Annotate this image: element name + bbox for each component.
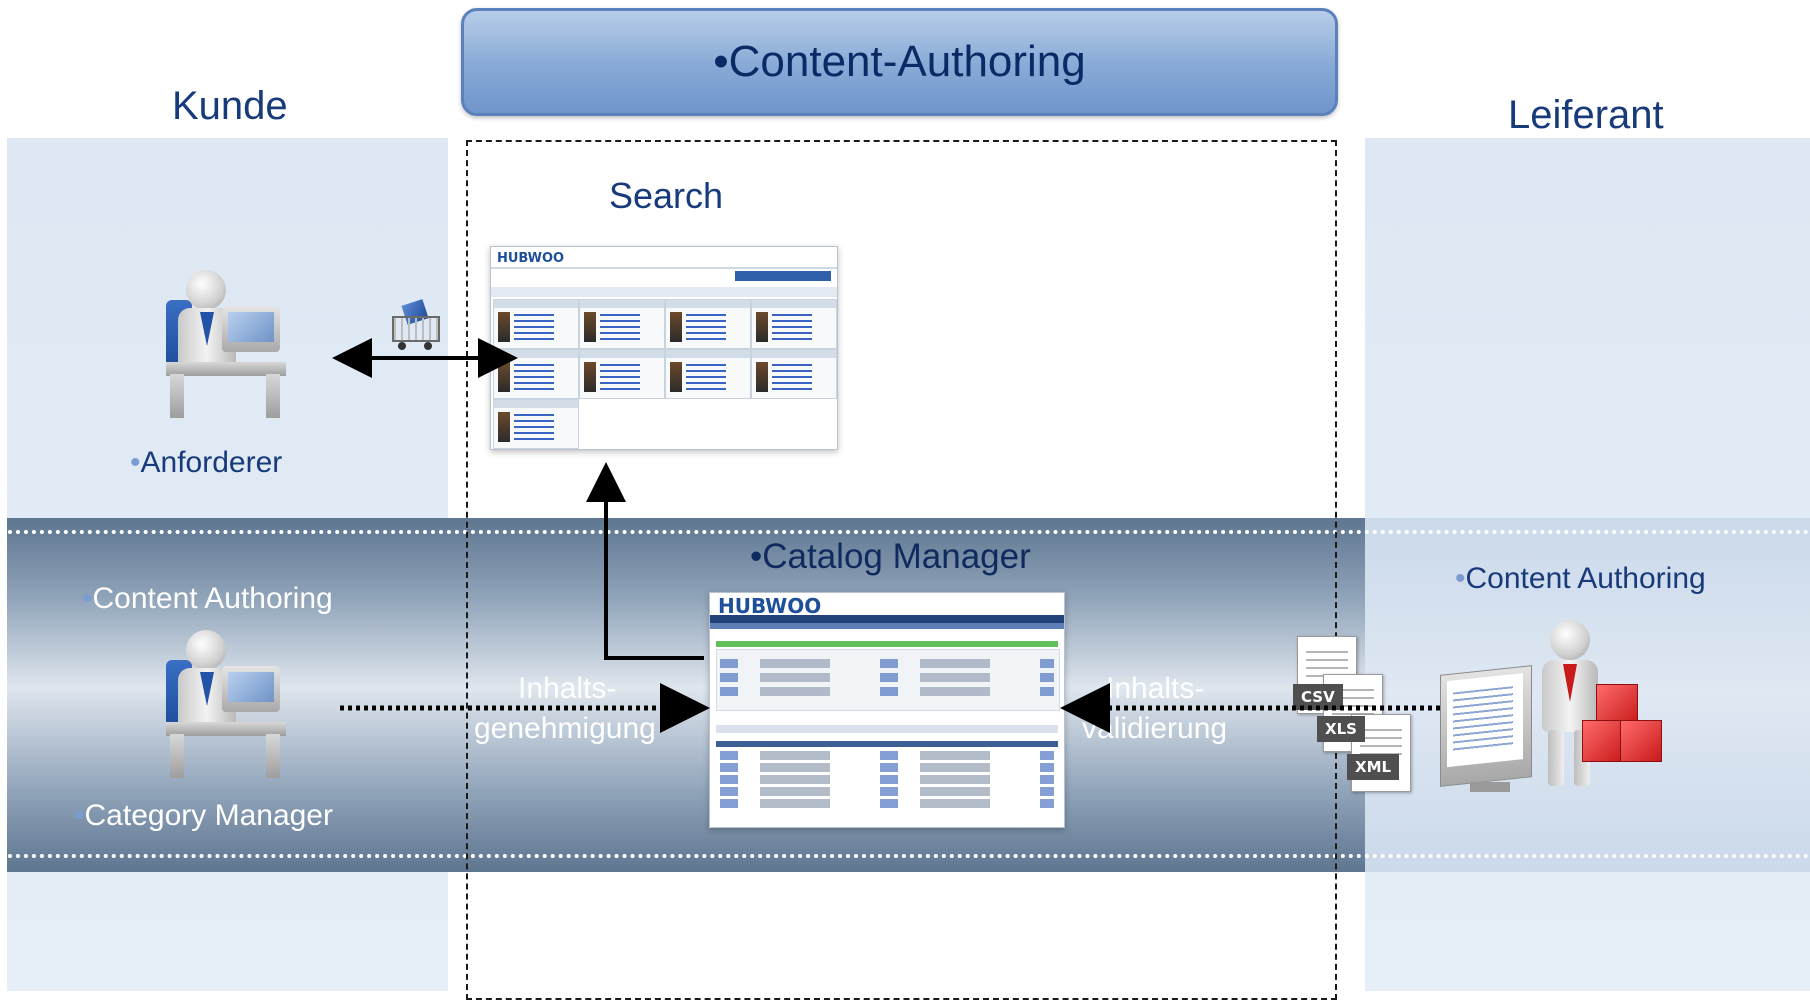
content-authoring-header: •Content-Authoring	[461, 8, 1338, 116]
lane-title-kunde: Kunde	[172, 84, 288, 128]
search-label: Search	[609, 175, 724, 216]
dotted-divider-top	[0, 530, 1810, 534]
dotted-divider-bottom	[0, 854, 1810, 858]
xml-file-label: XML	[1347, 754, 1400, 780]
supplier-workstation-icon	[1440, 620, 1662, 800]
catalog-screenshot-logo: HUBWOO	[718, 594, 822, 618]
search-screenshot-logo: HUBWOO	[497, 251, 565, 266]
anforderer-label: Anforderer	[140, 446, 283, 479]
category-manager-label: Category Manager	[84, 799, 333, 832]
diagram-title: •Content-Authoring	[713, 37, 1086, 86]
catalog-manager-label: •Catalog Manager	[750, 537, 1031, 576]
catalog-manager-screenshot: HUBWOO	[709, 592, 1065, 828]
file-stack-icon: CSV XLS XML	[1293, 636, 1413, 796]
search-bar	[735, 271, 831, 281]
anforderer-person-icon	[150, 270, 290, 420]
inhalts-validierung-line1: Inhalts-	[1106, 672, 1205, 705]
content-authoring-left-label: Content Authoring	[92, 582, 333, 615]
arrow-catalog-to-search	[586, 462, 704, 660]
lane-title-leiferant: Leiferant	[1508, 93, 1664, 137]
xls-file-label: XLS	[1317, 716, 1365, 742]
search-screenshot: HUBWOO	[490, 246, 838, 450]
inhalts-genehmigung-line2: genehmigung	[474, 712, 656, 745]
category-manager-person-icon	[150, 630, 290, 780]
inhalts-genehmigung-line1: Inhalts-	[518, 672, 617, 705]
content-authoring-right-label: Content Authoring	[1465, 562, 1706, 595]
